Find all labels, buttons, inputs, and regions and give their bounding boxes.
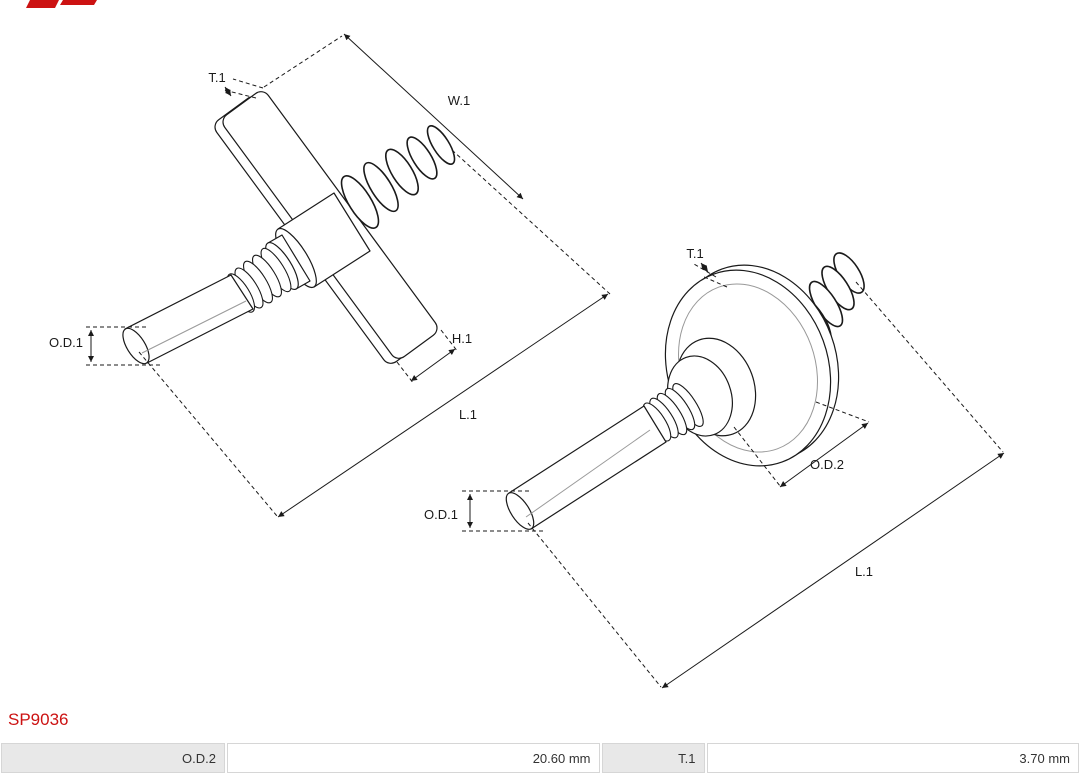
spec-label-od2: O.D.2	[1, 743, 225, 773]
threaded-section	[226, 247, 292, 313]
threaded-section	[642, 383, 704, 442]
plunger-body	[265, 192, 371, 290]
logo-fragment	[26, 0, 97, 8]
spec-table: O.D.2 20.60 mm T.1 3.70 mm	[1, 743, 1079, 773]
dim-label-od1-left: O.D.1	[49, 335, 83, 350]
right-dimensions: T.1 O.D.2 O.D.1 L.1	[424, 246, 1005, 689]
dim-label-w1: W.1	[448, 93, 470, 108]
dim-label-od2: O.D.2	[810, 457, 844, 472]
part-number: SP9036	[8, 710, 69, 729]
dim-label-t1-right: T.1	[686, 246, 703, 261]
technical-drawing: T.1 W.1 H.1 O.D.1 L.1	[26, 0, 1005, 689]
right-part-drawing: T.1 O.D.2 O.D.1 L.1	[424, 246, 1005, 689]
shaft	[505, 405, 667, 530]
spec-label-t1: T.1	[601, 743, 705, 773]
dim-label-t1-left: T.1	[208, 70, 225, 85]
spec-value-od2: 20.60 mm	[227, 743, 600, 773]
dim-label-od1-right: O.D.1	[424, 507, 458, 522]
dim-label-l1-left: L.1	[459, 407, 477, 422]
spec-value-t1: 3.70 mm	[706, 743, 1079, 773]
left-dimensions: T.1 W.1 H.1 O.D.1 L.1	[49, 33, 611, 518]
dim-label-l1-right: L.1	[855, 564, 873, 579]
left-part-drawing: T.1 W.1 H.1 O.D.1 L.1	[49, 33, 611, 518]
dim-label-h1: H.1	[452, 331, 472, 346]
pin-shaft	[122, 274, 254, 365]
